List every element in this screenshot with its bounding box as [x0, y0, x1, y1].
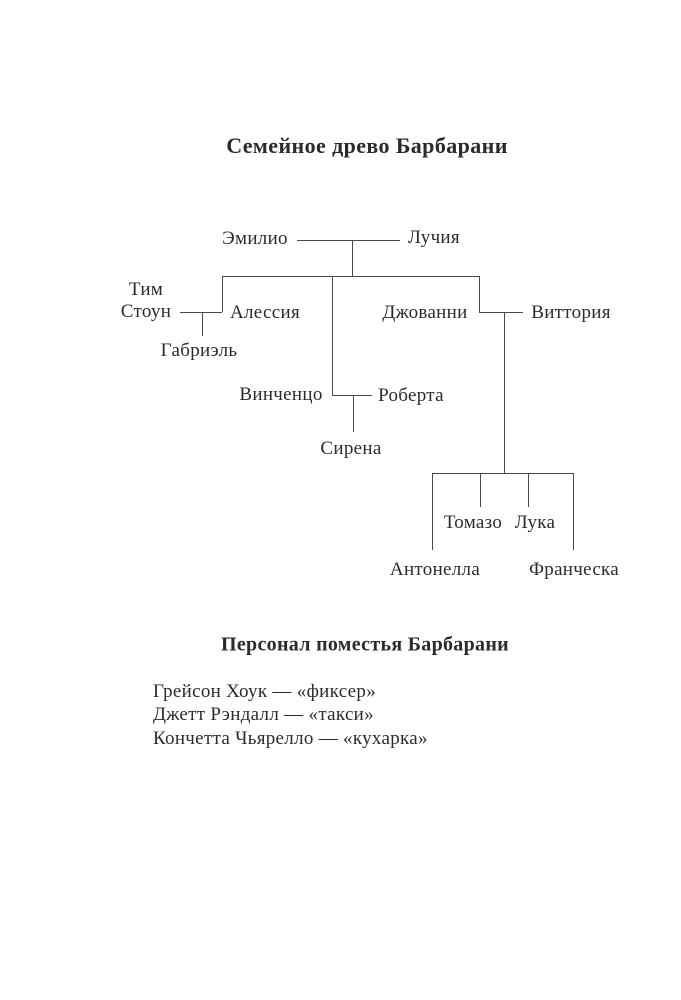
person-emilio: Эмилио	[222, 228, 288, 249]
drop-line-to-alessiya	[222, 276, 223, 312]
person-francheska: Франческа	[528, 559, 620, 580]
drop-line-to-dzhovanni	[479, 276, 480, 312]
drop-line-to-antonella	[432, 473, 433, 550]
person-antonella: Антонелла	[389, 559, 481, 580]
page-title: Семейное древо Барбарани	[226, 133, 508, 158]
marriage-line-vinchentso-roberta	[332, 395, 372, 396]
person-dzhovanni: Джованни	[382, 302, 468, 323]
drop-line-to-luka	[528, 473, 529, 507]
descent-line-to-gabriel	[202, 312, 203, 336]
marriage-line-tim-stoun-alessiya	[180, 312, 222, 313]
marriage-line-emilio-luchiya	[297, 240, 400, 241]
person-tomazo: Томазо	[443, 512, 503, 533]
drop-line-to-vinchentso	[332, 276, 333, 395]
staff-section-title: Персонал поместья Барбарани	[221, 633, 509, 656]
sibling-bar-dzhovanni-children	[432, 473, 573, 474]
descent-line-to-sirena	[353, 395, 354, 432]
staff-member-konchetta-chyarello: Кончетта Чьярелло — «кухарка»	[153, 728, 428, 749]
person-luchiya: Лучия	[408, 227, 460, 248]
descent-line-from-emilio-luchiya	[352, 240, 353, 276]
person-roberta: Роберта	[378, 385, 444, 406]
person-luka: Лука	[514, 512, 556, 533]
person-sirena: Сирена	[320, 438, 382, 459]
marriage-line-dzhovanni-vittoriya	[479, 312, 523, 313]
drop-line-to-tomazo	[480, 473, 481, 507]
person-vinchentso: Винченцо	[239, 384, 323, 405]
person-gabriel: Габриэль	[160, 340, 238, 361]
staff-member-dzhett-randall: Джетт Рэндалл — «такси»	[153, 704, 374, 725]
person-tim-stoun: Тим Стоун	[120, 279, 172, 322]
descent-line-from-dzhovanni-vittoriya	[504, 312, 505, 473]
person-vittoriya: Виттория	[531, 302, 611, 323]
drop-line-to-francheska	[573, 473, 574, 550]
person-alessiya: Алессия	[230, 302, 300, 323]
sibling-bar-generation2	[222, 276, 479, 277]
staff-member-greyson-houk: Грейсон Хоук — «фиксер»	[153, 681, 377, 702]
